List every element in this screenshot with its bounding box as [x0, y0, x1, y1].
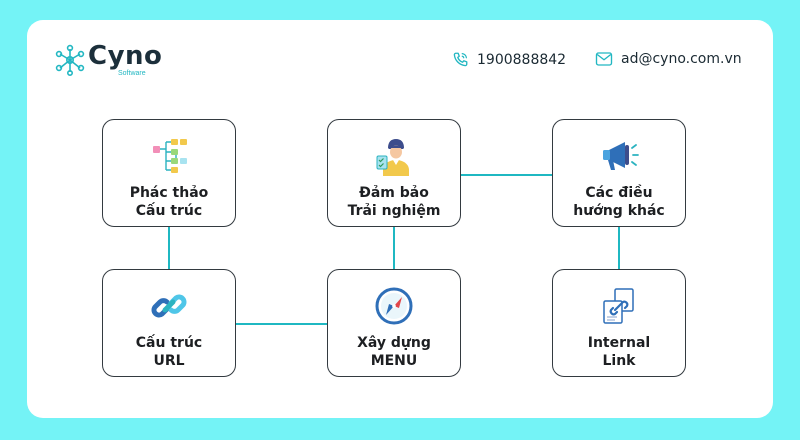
node-url-structure: Cấu trúc URL — [102, 269, 236, 377]
mail-icon — [595, 52, 613, 66]
diagram-card: Cyno Software 1900888842 ad@cyno.com.vn — [27, 20, 773, 418]
email-address: ad@cyno.com.vn — [621, 51, 742, 67]
phone-contact[interactable]: 1900888842 — [451, 51, 566, 69]
node-build-menu: Xây dựng MENU — [327, 269, 461, 377]
node-label: Các điều hướng khác — [573, 185, 665, 219]
user-checklist-icon — [376, 139, 409, 176]
connector-lines — [168, 174, 620, 325]
node-label: Đảm bảo Trải nghiệm — [347, 185, 441, 219]
brand-logo[interactable]: Cyno Software — [54, 41, 164, 83]
node-label: Phác thảo Cấu trúc — [129, 185, 209, 219]
node-other-navigation: Các điều hướng khác — [552, 119, 686, 227]
brand-subtitle: Software — [118, 70, 146, 77]
megaphone-icon — [603, 142, 639, 170]
brand-name: Cyno — [88, 41, 163, 71]
compass-icon — [375, 287, 413, 325]
node-internal-link: Internal Link — [552, 269, 686, 377]
node-label: Xây dựng MENU — [357, 335, 431, 369]
sitemap-icon — [153, 139, 187, 173]
node-label: Internal Link — [587, 335, 651, 369]
node-experience: Đảm bảo Trải nghiệm — [327, 119, 461, 227]
node-label: Cấu trúc URL — [135, 335, 203, 369]
node-structure-draft: Phác thảo Cấu trúc — [102, 119, 236, 227]
link-icon — [151, 294, 187, 318]
email-contact[interactable]: ad@cyno.com.vn — [595, 51, 742, 67]
molecule-logo-icon — [55, 44, 85, 76]
phone-icon — [453, 52, 468, 67]
linked-documents-icon — [603, 288, 634, 324]
phone-number: 1900888842 — [477, 52, 567, 68]
